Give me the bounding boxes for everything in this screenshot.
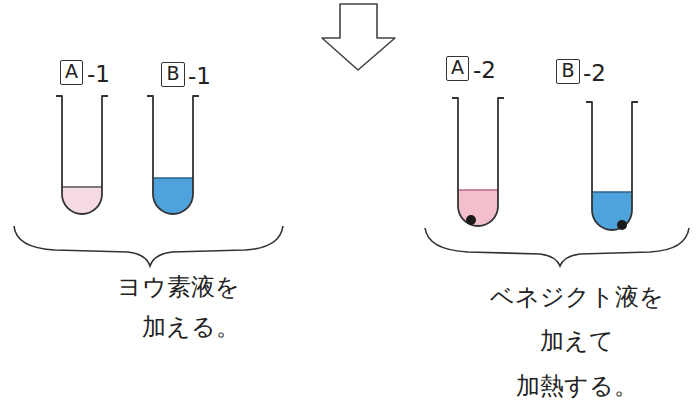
test-tube	[147, 96, 199, 214]
boxed-letter: B	[161, 62, 185, 87]
curly-brace	[425, 228, 689, 266]
boxed-letter: A	[60, 60, 83, 85]
tube-number: -1	[188, 65, 211, 88]
boxed-letter: B	[556, 59, 580, 84]
sample-letter: A	[451, 58, 464, 77]
curly-brace	[14, 226, 283, 266]
tube-number: -2	[583, 62, 606, 85]
tube-number: -1	[87, 63, 110, 86]
test-tube	[56, 96, 108, 214]
instruction-note: ベネジクト液を 加えて 加熱する。	[488, 275, 666, 403]
test-tube	[586, 102, 638, 230]
down-arrow	[322, 4, 395, 70]
sample-letter: B	[166, 64, 179, 83]
boxed-letter: A	[446, 56, 469, 81]
sample-letter: A	[65, 62, 78, 81]
test-tube	[452, 98, 504, 226]
instruction-note: ヨウ素液を 加える。	[40, 268, 240, 347]
tube-number: -2	[473, 59, 496, 82]
sample-letter: B	[561, 61, 574, 80]
